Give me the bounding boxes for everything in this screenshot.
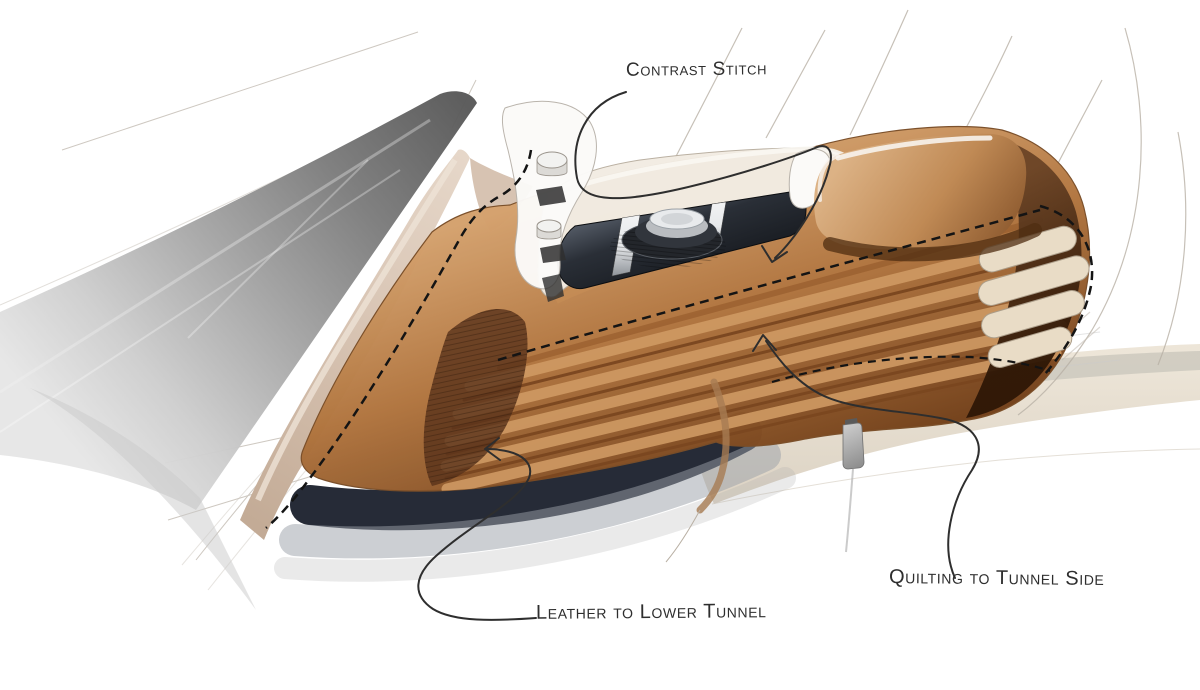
annotation-contrast-stitch: Contrast Stitch — [625, 58, 768, 81]
console-corner-strip — [696, 378, 730, 514]
shifter-knobs — [536, 151, 568, 302]
shifter-knob-top — [536, 151, 568, 169]
annotation-quilting-tunnel-side: Quilting to Tunnel Side — [888, 566, 1105, 590]
shifter-clamp — [540, 244, 566, 263]
floor-edge-pencil — [711, 448, 1200, 505]
floor-area — [695, 344, 1200, 504]
console-navy-shadow-band — [290, 412, 762, 531]
tan-side-panel — [240, 149, 470, 540]
seatbelt-buckle — [842, 418, 865, 553]
quilt-pad — [977, 255, 1090, 306]
shifter-clamp — [542, 274, 564, 302]
seatbelt-strip — [842, 422, 865, 470]
wedge-band-seam — [0, 169, 401, 433]
tunnel-front-hatch — [423, 309, 528, 486]
rib-groove — [444, 337, 1061, 480]
pencil-line — [61, 31, 419, 151]
rib-highlight — [464, 234, 1058, 392]
armrest-top-highlight — [835, 135, 993, 161]
console-top-edge-highlight — [547, 146, 859, 199]
leader-leather-lower-tunnel — [417, 448, 537, 621]
arrowhead-contrast-stitch — [761, 245, 788, 263]
quilting-ribs — [440, 217, 1070, 492]
rib-groove — [445, 309, 1065, 456]
console-corner-pencil — [665, 509, 701, 563]
leader-arrows — [417, 91, 980, 621]
shifter-knob2-top — [536, 219, 562, 233]
rib-highlight — [452, 262, 1066, 420]
stitch-line-tan-panel — [265, 149, 533, 529]
stitch-line-floor — [771, 355, 1051, 384]
stitch-lines — [265, 149, 1094, 529]
shifter-clamp — [536, 186, 566, 206]
armrest-under-shadow — [823, 223, 1042, 262]
seat-bolster-outline — [1017, 27, 1142, 416]
wedge-band-seam — [0, 118, 431, 394]
console-faint-shadow-band — [274, 467, 796, 582]
rib-highlight — [444, 291, 1070, 447]
rib-groove — [448, 364, 1052, 492]
stitch-line-rear-pads — [1039, 204, 1094, 375]
rib-groove — [462, 252, 1059, 402]
armrest — [814, 133, 1027, 250]
arrowhead-quilting-tunnel-side — [752, 334, 777, 352]
wedge-highlight-curve — [187, 159, 369, 339]
leader-contrast-stitch — [574, 91, 832, 259]
tan-panel-edge-highlight — [255, 158, 458, 502]
rear-quilted-pads — [977, 225, 1090, 368]
rib-highlight — [441, 347, 1062, 492]
rib-groove — [451, 280, 1064, 430]
pencil-line — [669, 27, 743, 169]
annotation-leather-lower-tunnel: Leather to Lower Tunnel — [535, 600, 767, 624]
dash-side-wedge — [0, 91, 477, 510]
seatbelt-stem — [845, 468, 854, 553]
arrowhead-leather-lower-tunnel — [484, 437, 501, 461]
stitch-line-console-top — [497, 208, 1041, 362]
leader-quilting-tunnel-side — [765, 340, 980, 579]
pencil-line — [765, 29, 826, 139]
rotary-knob-inner — [661, 213, 693, 225]
quilt-pad — [981, 290, 1085, 339]
pencil-line — [1157, 131, 1187, 366]
console-gray-shadow-band — [279, 439, 781, 559]
rib-highlight — [440, 320, 1068, 472]
pencil-line — [849, 9, 909, 136]
